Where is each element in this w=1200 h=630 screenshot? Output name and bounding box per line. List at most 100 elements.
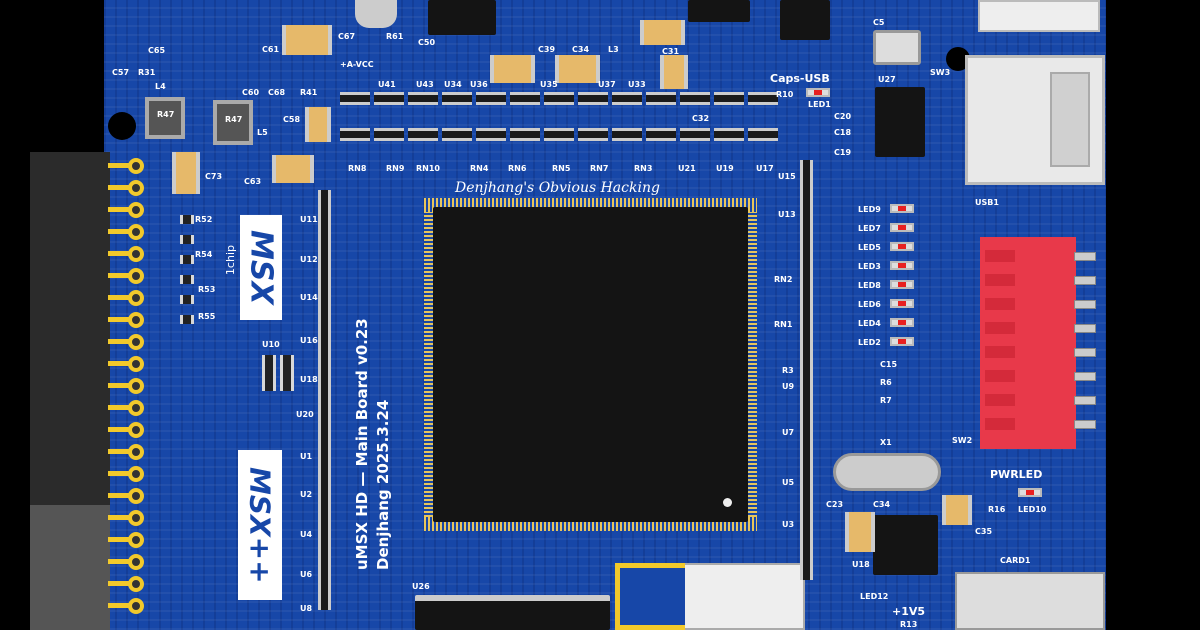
silkscreen-label-u18b: U18: [300, 375, 318, 384]
silkscreen-label-u18: U18: [852, 560, 870, 569]
silkscreen-label-u11: U11: [300, 215, 318, 224]
c58-cap: [305, 107, 331, 142]
header-pin: [128, 400, 144, 416]
resistor-network: [800, 490, 813, 520]
resistor-network: [578, 92, 608, 105]
silkscreen-label-u43: U43: [416, 80, 434, 89]
silkscreen-label-c65: C65: [148, 46, 166, 55]
logo-caption: 1chip: [224, 245, 237, 276]
silkscreen-label-c60: C60: [242, 88, 260, 97]
resistor-network: [800, 520, 813, 550]
silkscreen-label-rn3: RN3: [634, 164, 653, 173]
silkscreen-label-r52: R52: [195, 215, 213, 224]
resistor-network: [318, 520, 331, 550]
c32-cap: [660, 55, 688, 89]
header-pin: [128, 312, 144, 328]
resistor-network: [318, 400, 331, 430]
led10: [1018, 488, 1042, 497]
usb1-port: [1050, 72, 1090, 167]
silkscreen-label-r54: R54: [195, 250, 213, 259]
header-pin-lead: [108, 339, 130, 344]
silkscreen-label-u16: U16: [300, 336, 318, 345]
resistor-network: [800, 220, 813, 250]
header-pin: [128, 510, 144, 526]
resistor-network: [544, 92, 574, 105]
resistor-network: [800, 280, 813, 310]
silkscreen-label-u26: U26: [412, 582, 430, 591]
silkscreen-label-sw3: SW3: [930, 68, 951, 77]
sw3-button[interactable]: [873, 30, 921, 65]
resistor-network: [800, 370, 813, 400]
header-pin-lead: [108, 581, 130, 586]
resistor-network: [318, 340, 331, 370]
resistor-network: [318, 310, 331, 340]
header-pin: [128, 466, 144, 482]
resistor-network: [340, 128, 370, 141]
c63-cap: [272, 155, 314, 183]
dip-toggle: [985, 370, 1015, 382]
silkscreen-label-rn5: RN5: [552, 164, 571, 173]
header-pin: [128, 532, 144, 548]
msx-logo-top: MSX: [240, 215, 282, 320]
resistor-network: [612, 128, 642, 141]
silkscreen-label-c23: C23: [826, 500, 844, 509]
silkscreen-label-r16: R16: [988, 505, 1006, 514]
header-pin-lead: [108, 559, 130, 564]
silkscreen-label-u8: U8: [300, 604, 313, 613]
resistor-network: [800, 310, 813, 340]
silkscreen-label-c61: C61: [262, 45, 280, 54]
silkscreen-label-u12: U12: [300, 255, 318, 264]
silkscreen-label-led2: LED2: [858, 338, 881, 347]
silkscreen-label-r13: R13: [900, 620, 918, 629]
header-pin: [128, 378, 144, 394]
silkscreen-label-u13: U13: [778, 210, 796, 219]
resistor: [262, 382, 276, 391]
silkscreen-label-c5: C5: [873, 18, 885, 27]
resistor-network: [800, 430, 813, 460]
c23-cap: [845, 512, 875, 552]
silkscreen-label-led7: LED7: [858, 224, 881, 233]
resistor-network: [800, 340, 813, 370]
silkscreen-label-u33: U33: [628, 80, 646, 89]
dip-pin: [1074, 420, 1096, 429]
silkscreen-label-c57: C57: [112, 68, 130, 77]
status-led: [890, 261, 914, 270]
silkscreen-label-u17: U17: [756, 164, 774, 173]
resistor: [262, 355, 276, 364]
header-pin-lead: [108, 383, 130, 388]
sw2-dip-switch[interactable]: [980, 237, 1076, 449]
pin-header-housing: [30, 152, 110, 507]
resistor-network: [510, 128, 540, 141]
silkscreen-label-x1: X1: [880, 438, 892, 447]
regulator-u18: [873, 515, 938, 575]
silkscreen-label-c32: C32: [692, 114, 710, 123]
silkscreen-label-rn4: RN4: [470, 164, 489, 173]
silkscreen-label-l5: L5: [257, 128, 268, 137]
silkscreen-label-led4: LED4: [858, 319, 881, 328]
silkscreen-label-u20: U20: [296, 410, 314, 419]
silkscreen-label-u4: U4: [300, 530, 313, 539]
dip-pin: [1074, 396, 1096, 405]
silkscreen-label-r47b: R47: [225, 115, 243, 124]
l4-inductor: [145, 97, 185, 139]
u27-chip: [875, 87, 925, 157]
silkscreen-label-v15: +1V5: [892, 605, 926, 618]
dip-toggle: [985, 346, 1015, 358]
header-pin-lead: [108, 361, 130, 366]
usb-top-connector: [978, 0, 1100, 32]
resistor-network: [408, 92, 438, 105]
pin1-dot: [723, 498, 732, 507]
resistor: [280, 364, 294, 373]
silkscreen-label-u34: U34: [444, 80, 462, 89]
board-title: uMSX HD — Main Board v0.23: [353, 318, 371, 570]
resistor-network: [442, 92, 472, 105]
header-pin: [128, 488, 144, 504]
silkscreen-label-c31: C31: [662, 47, 680, 56]
header-pin-lead: [108, 251, 130, 256]
silkscreen-label-rn1: RN1: [774, 320, 793, 329]
silkscreen-label-c63: C63: [244, 177, 262, 186]
header-pin-lead: [108, 207, 130, 212]
header-pin-lead: [108, 317, 130, 322]
resistor-network: [442, 128, 472, 141]
resistor: [180, 275, 194, 284]
